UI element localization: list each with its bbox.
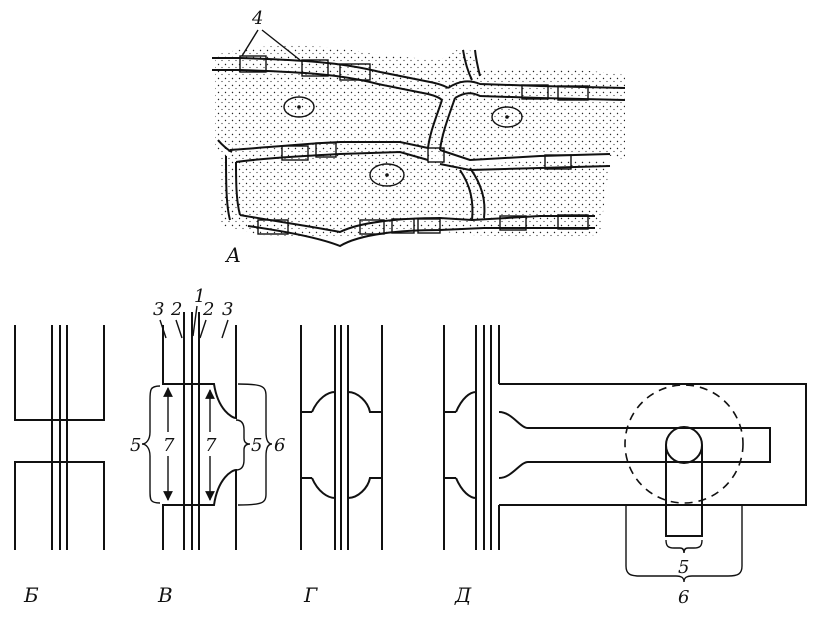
label-7-left: 7 xyxy=(163,435,175,456)
panel-label-b: Б xyxy=(23,583,39,607)
label-5-d: 5 xyxy=(678,557,689,578)
label-6: 6 xyxy=(274,435,285,456)
label-5-left: 5 xyxy=(130,435,141,456)
panel-label-v: В xyxy=(157,583,173,607)
label-1: 1 xyxy=(194,286,205,307)
nucleus-3 xyxy=(369,163,405,187)
label-3-right: 3 xyxy=(222,299,233,320)
pit-border-dashed-circle xyxy=(624,384,744,504)
label-2-left: 2 xyxy=(170,299,182,320)
label-7-right: 7 xyxy=(205,435,217,456)
panel-v-bordered-pit: 7 7 5 5 6 3 2 1 2 3 В xyxy=(130,286,285,607)
nucleus-2 xyxy=(491,106,523,128)
panel-a-cells: 4 А xyxy=(212,8,626,267)
panel-label-d: Д xyxy=(454,583,472,607)
pit-aperture-circle xyxy=(665,426,703,464)
cytoplasm-lower xyxy=(220,140,610,238)
panel-d-pit-with-canal: 5 6 Д xyxy=(443,325,807,608)
label-2-right: 2 xyxy=(202,299,214,320)
label-5-right: 5 xyxy=(251,435,262,456)
label-6-d: 6 xyxy=(678,587,689,608)
label-4-top: 4 xyxy=(251,8,263,29)
panel-b-simple-pit: Б xyxy=(14,325,105,607)
label-3-left: 3 xyxy=(153,299,164,320)
panel-label-g: Г xyxy=(303,583,318,607)
panel-label-a: А xyxy=(224,243,241,267)
panel-g-bordered-pit: Г xyxy=(300,325,383,607)
nucleus-1 xyxy=(283,96,315,118)
